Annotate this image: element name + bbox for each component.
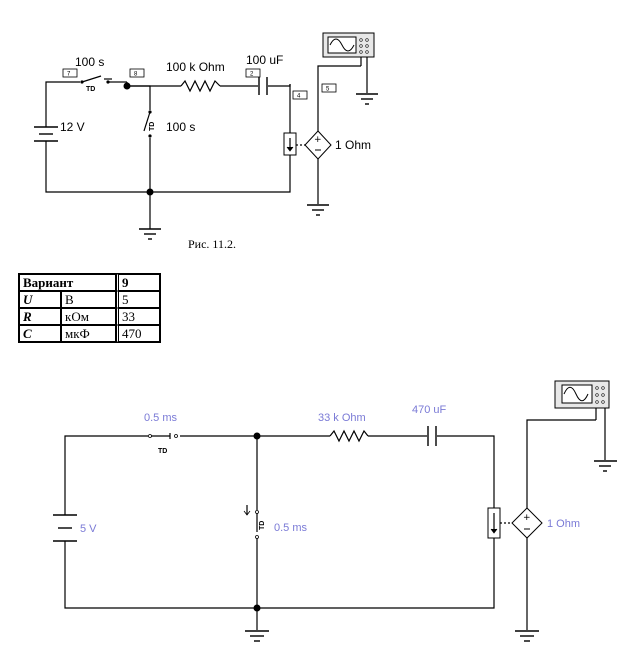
node-label-8: 8 xyxy=(129,68,145,78)
switch-middle-tag: TD xyxy=(149,122,156,131)
capacitor-1 xyxy=(258,77,268,95)
table-row: R кОм 33 xyxy=(19,308,160,325)
wire-bottom xyxy=(45,141,291,193)
current-sensor-1 xyxy=(283,132,297,156)
switch-middle-tag: TD xyxy=(259,521,266,530)
node-label-5: 5 xyxy=(321,83,337,93)
ground-symbol xyxy=(245,630,269,642)
figure-caption: Рис. 11.2. xyxy=(188,237,236,251)
ground-symbol xyxy=(139,228,161,240)
ground-symbol xyxy=(594,460,617,472)
svg-text:4: 4 xyxy=(297,94,301,100)
switch-middle-time: 100 s xyxy=(166,120,195,134)
table-header-row: Вариант 9 xyxy=(19,274,160,291)
table-cell-value: 5 xyxy=(116,291,160,308)
battery-5v xyxy=(53,514,77,542)
table-cell-unit: мкФ xyxy=(61,325,116,342)
wire-right xyxy=(437,435,495,508)
circuit-1: 12 V TD 100 s TD 100 s 100 k Ohm xyxy=(34,32,378,240)
oscilloscope-1[interactable] xyxy=(322,32,375,58)
resistor-1 xyxy=(180,79,221,93)
switch-top-time: 0.5 ms xyxy=(144,412,178,424)
oscilloscope-2[interactable] xyxy=(554,380,610,409)
wire-source-scope xyxy=(317,65,361,131)
wire-left-top xyxy=(64,435,148,515)
table-cell-value: 470 xyxy=(116,325,160,342)
table-header-number: 9 xyxy=(116,274,160,291)
resistor-2 xyxy=(329,429,369,443)
node-label-7: 7 xyxy=(62,68,78,78)
capacitor-value: 470 uF xyxy=(412,404,447,416)
wire-source-scope xyxy=(526,419,596,508)
table-cell-symbol: U xyxy=(19,291,61,308)
dependent-source-2: + xyxy=(511,507,543,539)
junction-node xyxy=(253,432,261,440)
ground-symbol xyxy=(307,204,329,216)
table-row: C мкФ 470 xyxy=(19,325,160,342)
svg-text:8: 8 xyxy=(134,72,138,78)
switch-middle xyxy=(143,110,152,138)
node-label-4: 4 xyxy=(292,90,308,100)
battery-voltage: 12 V xyxy=(60,120,85,134)
wire-mid-switch-top xyxy=(127,85,151,110)
table-cell-unit: кОм xyxy=(61,308,116,325)
junction-node xyxy=(123,82,131,90)
svg-text:+: + xyxy=(314,135,322,145)
table-cell-symbol: R xyxy=(19,308,61,325)
svg-text:+: + xyxy=(523,513,531,523)
junction-node xyxy=(146,188,154,196)
switch-middle xyxy=(243,505,259,539)
switch-top xyxy=(80,75,114,84)
battery-12v xyxy=(34,126,58,142)
wire-bottom xyxy=(64,538,495,609)
switch-top-tag: TD xyxy=(86,86,95,93)
current-sensor-2 xyxy=(487,507,501,539)
capacitor-value: 100 uF xyxy=(246,53,283,67)
capacitor-2 xyxy=(427,426,437,446)
switch-top-time: 100 s xyxy=(75,55,104,69)
resistor-value: 33 k Ohm xyxy=(318,412,366,424)
switch-top-tag: TD xyxy=(158,448,167,455)
junction-node xyxy=(253,604,261,612)
dependent-source-1: + xyxy=(304,130,332,160)
variant-table: Вариант 9 U В 5 R кОм 33 C мкФ 470 xyxy=(18,273,161,343)
svg-text:5: 5 xyxy=(326,87,330,93)
wire-left-top xyxy=(45,81,80,127)
table-cell-unit: В xyxy=(61,291,116,308)
circuit-2: 5 V TD 0.5 ms TD 0.5 ms 33 k Ohm xyxy=(53,380,617,642)
source-gain: 1 Ohm xyxy=(335,138,371,152)
table-cell-symbol: C xyxy=(19,325,61,342)
ground-symbol xyxy=(515,630,539,642)
switch-top xyxy=(148,433,178,439)
table-row: U В 5 xyxy=(19,291,160,308)
resistor-value: 100 k Ohm xyxy=(166,60,225,74)
ground-symbol xyxy=(356,93,378,105)
battery-voltage: 5 V xyxy=(80,523,97,535)
node-label-2: 2 xyxy=(245,68,261,78)
svg-text:7: 7 xyxy=(67,72,71,78)
svg-text:2: 2 xyxy=(250,72,254,78)
table-cell-value: 33 xyxy=(116,308,160,325)
wire-cap-right xyxy=(268,84,291,87)
table-header-variant: Вариант xyxy=(19,274,116,291)
source-gain: 1 Ohm xyxy=(547,518,580,530)
switch-middle-time: 0.5 ms xyxy=(274,522,308,534)
